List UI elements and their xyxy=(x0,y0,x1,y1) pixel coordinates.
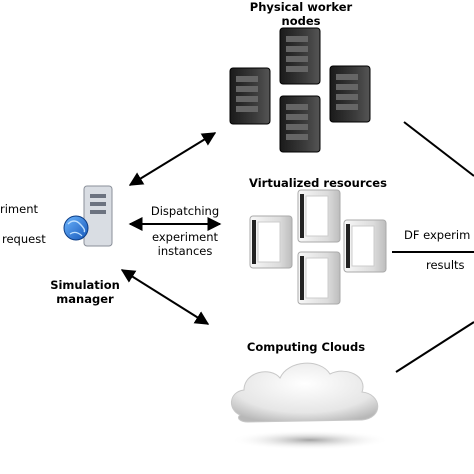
server-light-icon xyxy=(249,215,293,269)
server-dark-icon xyxy=(329,65,371,123)
dispatching-label-line1: Dispatching xyxy=(150,204,220,218)
virtual-servers-group xyxy=(249,189,387,305)
simulation-manager-label-line2: manager xyxy=(56,292,114,306)
server-light-icon xyxy=(297,189,341,243)
arrows-group xyxy=(120,121,474,373)
server-dark-icon xyxy=(229,67,271,125)
physical-nodes-label-line2: nodes xyxy=(281,14,321,28)
simulation-manager-computer-icon xyxy=(63,185,113,247)
dispatching-label-line3: instances xyxy=(157,244,213,258)
server-light-icon xyxy=(297,251,341,305)
cloud-icon xyxy=(230,362,390,450)
arrow-physical-results xyxy=(403,121,474,177)
simulation-manager-label: Simulation manager xyxy=(40,278,130,306)
server-dark-icon xyxy=(279,95,321,153)
arrow-clouds-results xyxy=(395,321,474,373)
results-label-line2: results xyxy=(426,258,465,272)
physical-nodes-label-line1: Physical worker xyxy=(249,0,353,14)
physical-nodes-label: Physical worker nodes xyxy=(236,0,366,28)
server-light-icon xyxy=(343,219,387,273)
physical-servers-group xyxy=(229,27,371,153)
dispatching-label: Dispatching experiment instances xyxy=(140,204,230,258)
simulation-manager-label-line1: Simulation xyxy=(50,278,120,292)
request-label-line2: request xyxy=(2,232,46,246)
computing-clouds-label: Computing Clouds xyxy=(246,340,366,354)
results-label-line1: DF experim xyxy=(404,228,471,242)
arrow-manager-clouds xyxy=(120,269,210,325)
server-dark-icon xyxy=(279,27,321,85)
request-label-line1: riment xyxy=(0,202,38,216)
dispatching-label-line2: experiment xyxy=(151,230,219,244)
arrow-manager-physical xyxy=(128,132,217,186)
virtualized-resources-label: Virtualized resources xyxy=(249,176,387,190)
